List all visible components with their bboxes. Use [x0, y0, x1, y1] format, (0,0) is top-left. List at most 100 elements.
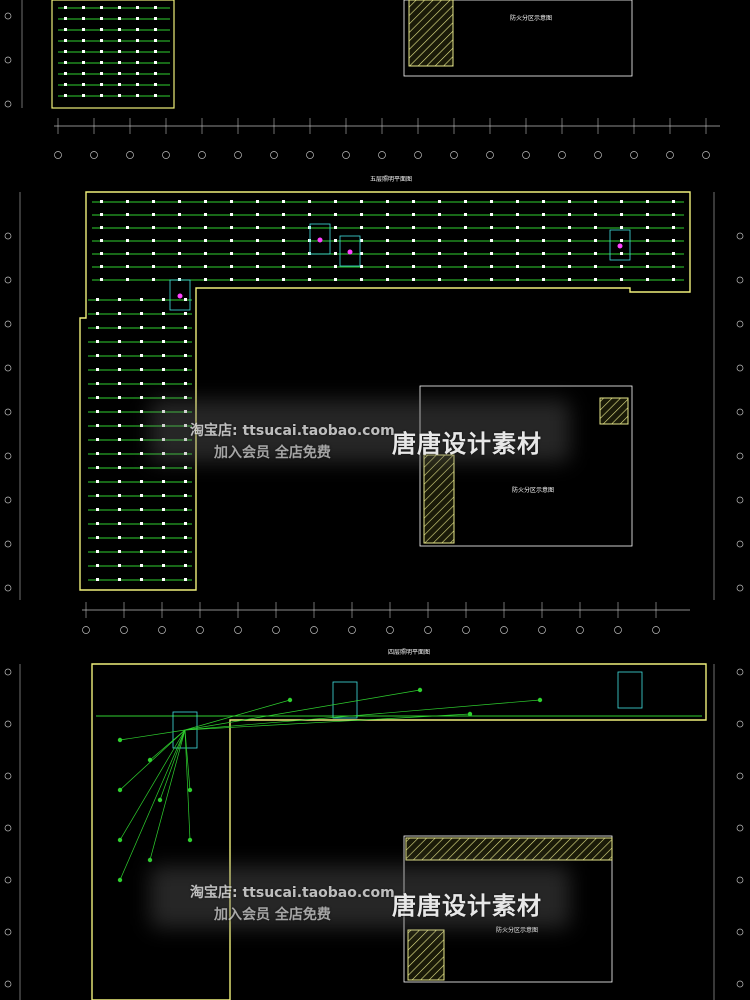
fire-zone-title: 防火分区示意图 [510, 14, 552, 22]
light-fixture [230, 265, 233, 268]
light-fixture [187, 787, 193, 793]
light-fixture [412, 226, 415, 229]
axis-bubble [538, 626, 546, 634]
light-fixture [386, 265, 389, 268]
light-fixture [118, 578, 121, 581]
light-fixture [154, 50, 157, 53]
light-fixture [542, 226, 545, 229]
light-fixture [568, 200, 571, 203]
light-fixture [118, 39, 121, 42]
light-fixture [140, 424, 143, 427]
branch-circuit [184, 699, 291, 731]
light-fixture [118, 28, 121, 31]
branch-circuit [149, 729, 186, 761]
light-fixture [147, 857, 153, 863]
light-fixture [184, 326, 187, 329]
light-fixture [412, 239, 415, 242]
axis-bubble [82, 626, 90, 634]
light-fixture [154, 6, 157, 9]
axis-bubble [4, 540, 12, 548]
light-fixture [100, 226, 103, 229]
axis-bubble [4, 452, 12, 460]
light-fixture [136, 83, 139, 86]
light-fixture [162, 522, 165, 525]
light-fixture [464, 239, 467, 242]
light-fixture [516, 226, 519, 229]
light-fixture [184, 494, 187, 497]
axis-bubble [630, 151, 638, 159]
light-fixture [64, 50, 67, 53]
axis-bubble [4, 56, 12, 64]
axis-bubble [736, 496, 744, 504]
light-fixture [204, 239, 207, 242]
light-fixture [282, 252, 285, 255]
plan-4: 四层照明平面图 [4, 649, 744, 1000]
light-fixture [96, 326, 99, 329]
axis-bubble [4, 772, 12, 780]
axis-bubble [736, 772, 744, 780]
light-fixture [162, 494, 165, 497]
light-fixture [118, 508, 121, 511]
light-fixture [140, 494, 143, 497]
light-fixture [154, 39, 157, 42]
axis-bubble [348, 626, 356, 634]
light-fixture [162, 298, 165, 301]
light-fixture [184, 578, 187, 581]
light-fixture [334, 252, 337, 255]
light-fixture [162, 340, 165, 343]
watermark-brand: 唐唐设计素材 [392, 430, 542, 458]
light-fixture [178, 278, 181, 281]
axis-bubble [4, 276, 12, 284]
light-fixture [646, 265, 649, 268]
axis-bubble [4, 876, 12, 884]
fire-zone-diagram-2: 防火分区示意图 [419, 385, 633, 547]
light-fixture [360, 278, 363, 281]
light-fixture [308, 239, 311, 242]
light-fixture [100, 239, 103, 242]
light-fixture [516, 278, 519, 281]
light-fixture [594, 265, 597, 268]
light-fixture [184, 564, 187, 567]
light-fixture [308, 200, 311, 203]
light-fixture [334, 265, 337, 268]
axis-bubble [196, 626, 204, 634]
branch-circuit [184, 689, 421, 731]
light-fixture [126, 239, 129, 242]
axis-grid [4, 664, 744, 1000]
light-fixture [136, 17, 139, 20]
light-fixture [184, 550, 187, 553]
light-fixture [118, 83, 121, 86]
light-fixture [672, 265, 675, 268]
light-fixture [136, 6, 139, 9]
axis-bubble [120, 626, 128, 634]
light-fixture [620, 239, 623, 242]
light-fixture [96, 536, 99, 539]
axis-bubble [736, 720, 744, 728]
light-fixture [140, 578, 143, 581]
light-fixture [82, 50, 85, 53]
light-fixture [438, 226, 441, 229]
light-fixture [184, 508, 187, 511]
light-fixture [118, 452, 121, 455]
light-fixture [672, 213, 675, 216]
light-fixture [386, 200, 389, 203]
branch-circuit [149, 729, 186, 861]
light-fixture [438, 252, 441, 255]
axis-bubble [736, 320, 744, 328]
light-fixture [178, 252, 181, 255]
light-fixture [334, 226, 337, 229]
axis-bubble [198, 151, 206, 159]
axis-bubble [424, 626, 432, 634]
axis-bubble [736, 452, 744, 460]
light-fixture [184, 382, 187, 385]
light-fixture [96, 578, 99, 581]
light-fixture [672, 239, 675, 242]
light-fixture [230, 239, 233, 242]
light-fixture [118, 424, 121, 427]
axis-bubble [54, 151, 62, 159]
light-fixture [178, 200, 181, 203]
light-fixture [204, 200, 207, 203]
light-fixture [100, 278, 103, 281]
light-fixture [178, 213, 181, 216]
axis-bubble [310, 626, 318, 634]
